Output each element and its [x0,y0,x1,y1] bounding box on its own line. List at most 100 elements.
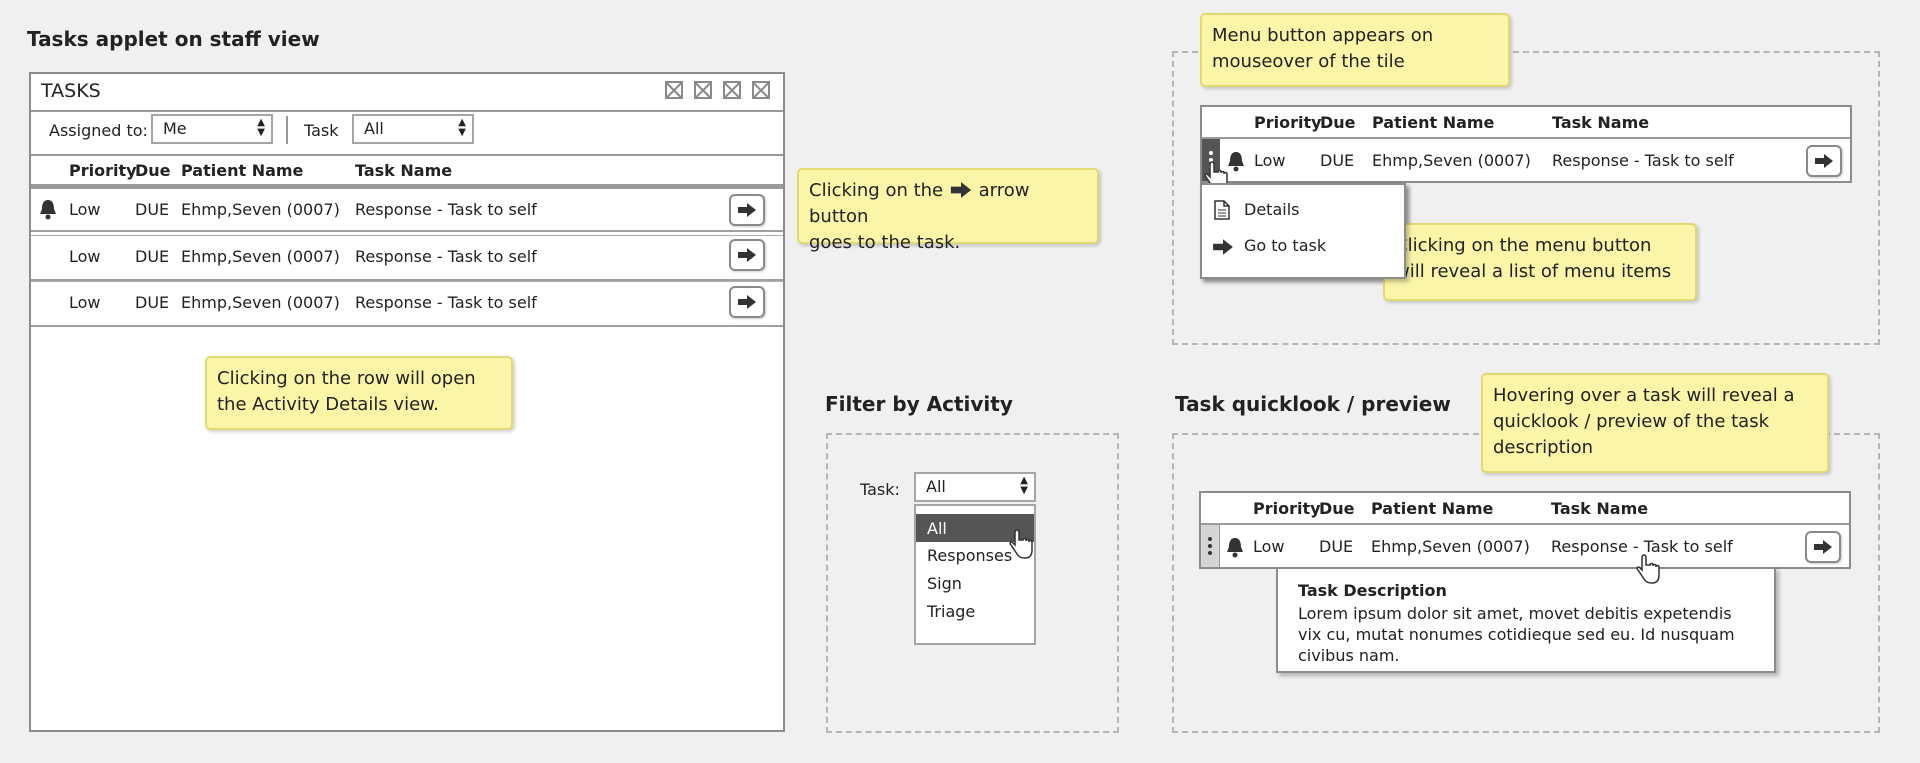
select-caret-icon: ▲▼ [257,117,265,138]
kebab-menu-icon [1208,537,1212,541]
row-action-menu-overlay: Details Go to task [1200,183,1406,279]
task-cell: Response - Task to self [1551,537,1733,556]
task-cell: Response - Task to self [355,247,537,266]
column-header-due[interactable]: Due [1320,113,1356,132]
right-arrow-icon [738,203,756,217]
patient-cell: Ehmp,Seven (0007) [181,293,340,312]
quicklook-demo-table: Priority Due Patient Name Task Name Low … [1199,491,1851,569]
column-header-patient-name[interactable]: Patient Name [1371,499,1494,518]
go-to-task-button[interactable] [729,239,765,271]
right-arrow-icon [1814,540,1832,554]
due-cell: DUE [1319,537,1354,556]
assigned-to-value: Me [163,119,187,138]
task-cell: Response - Task to self [355,200,537,219]
note-text: arrow button [809,180,1030,227]
filter-section-title: Filter by Activity [825,392,1013,416]
help-icon[interactable] [694,81,712,99]
table-row[interactable]: Low DUE Ehmp,Seven (0007) Response - Tas… [31,235,783,281]
table-row[interactable]: Low DUE Ehmp,Seven (0007) Response - Tas… [31,186,783,232]
priority-cell: Low [1254,151,1286,170]
due-cell: DUE [135,247,170,266]
bell-icon [40,200,56,220]
hand-pointer-icon [1636,554,1660,584]
arrow-button-note: Clicking on the arrow button goes to the… [797,168,1099,253]
filter-task-select[interactable]: All ▲▼ [914,472,1036,502]
header-divider [31,184,783,186]
task-cell: Response - Task to self [355,293,537,312]
priority-cell: Low [69,247,101,266]
menu-demo-table: Priority Due Patient Name Task Name Low … [1200,105,1852,183]
quicklook-note: Hovering over a task will reveal a quick… [1481,373,1829,473]
patient-cell: Ehmp,Seven (0007) [1372,151,1531,170]
patient-cell: Ehmp,Seven (0007) [1371,537,1530,556]
refresh-icon[interactable] [665,81,683,99]
option-sign[interactable]: Sign [927,574,962,593]
column-header-priority[interactable]: Priority [1254,113,1322,132]
go-to-task-button[interactable] [729,286,765,318]
select-caret-icon: ▲▼ [458,117,466,138]
table-row[interactable]: Low DUE Ehmp,Seven (0007) Response - Tas… [31,281,783,327]
toolbar-separator [286,116,288,144]
quicklook-section-title: Task quicklook / preview [1175,392,1451,416]
menu-demo-frame [1172,51,1880,345]
column-header-patient-name[interactable]: Patient Name [1372,113,1495,132]
right-arrow-icon [950,182,971,198]
toolbar-divider [31,110,783,112]
header-divider [1202,137,1850,139]
go-to-task-button[interactable] [1805,531,1841,563]
column-header-task-name[interactable]: Task Name [1552,113,1650,132]
kebab-menu-button[interactable] [1201,525,1220,567]
applet-title: TASKS [41,80,101,102]
priority-cell: Low [69,293,101,312]
option-responses[interactable]: Responses [927,546,1013,565]
filter-task-label: Task: [860,480,900,499]
bell-icon [1228,152,1244,172]
menu-item-go-to-task[interactable]: Go to task [1244,236,1327,255]
kebab-dot [1209,158,1213,162]
column-header-due[interactable]: Due [135,161,171,180]
bell-icon [1227,538,1243,558]
filter-options-list: All Responses Sign Triage [914,504,1036,645]
note-text: goes to the task. [809,232,961,253]
task-filter-select[interactable]: All ▲▼ [352,114,474,144]
menu-item-details[interactable]: Details [1244,200,1300,219]
task-filter-label: Task [304,121,339,140]
column-header-priority[interactable]: Priority [69,161,137,180]
go-to-task-button[interactable] [729,194,765,226]
menu-reveal-note: Clicking on the menu button will reveal … [1383,223,1697,301]
column-header-task-name[interactable]: Task Name [1551,499,1649,518]
go-to-task-button[interactable] [1806,145,1842,177]
quicklook-tooltip: Task Description Lorem ipsum dolor sit a… [1276,567,1776,673]
tasks-applet-panel: TASKS Assigned to: Me ▲▼ Task All ▲▼ Pri… [29,72,785,732]
option-all[interactable]: All [927,519,947,538]
option-triage[interactable]: Triage [927,602,976,621]
close-icon[interactable] [752,81,770,99]
row-click-note: Clicking on the row will open the Activi… [205,356,513,430]
document-icon [1214,200,1230,220]
hand-pointer-icon [1009,529,1033,559]
patient-cell: Ehmp,Seven (0007) [181,247,340,266]
kebab-dot [1208,551,1212,555]
tooltip-title: Task Description [1298,581,1447,600]
patient-cell: Ehmp,Seven (0007) [181,200,340,219]
priority-cell: Low [69,200,101,219]
due-cell: DUE [135,293,170,312]
column-header-task-name[interactable]: Task Name [355,161,453,180]
kebab-menu-icon [1209,151,1213,155]
filter-demo-frame [826,433,1119,733]
maximize-icon[interactable] [723,81,741,99]
task-filter-value: All [364,119,384,138]
right-arrow-icon [1815,154,1833,168]
header-divider [1201,523,1849,525]
column-header-due[interactable]: Due [1319,499,1355,518]
column-header-patient-name[interactable]: Patient Name [181,161,304,180]
assigned-to-select[interactable]: Me ▲▼ [151,114,273,144]
kebab-dot [1208,544,1212,548]
tasks-applet-section-title: Tasks applet on staff view [27,27,320,51]
filter-task-value: All [926,477,946,496]
select-caret-icon: ▲▼ [1020,475,1028,496]
due-cell: DUE [1320,151,1355,170]
right-arrow-icon [1213,239,1233,255]
column-header-priority[interactable]: Priority [1253,499,1321,518]
menu-appears-note: Menu button appears on mouseover of the … [1200,13,1510,87]
